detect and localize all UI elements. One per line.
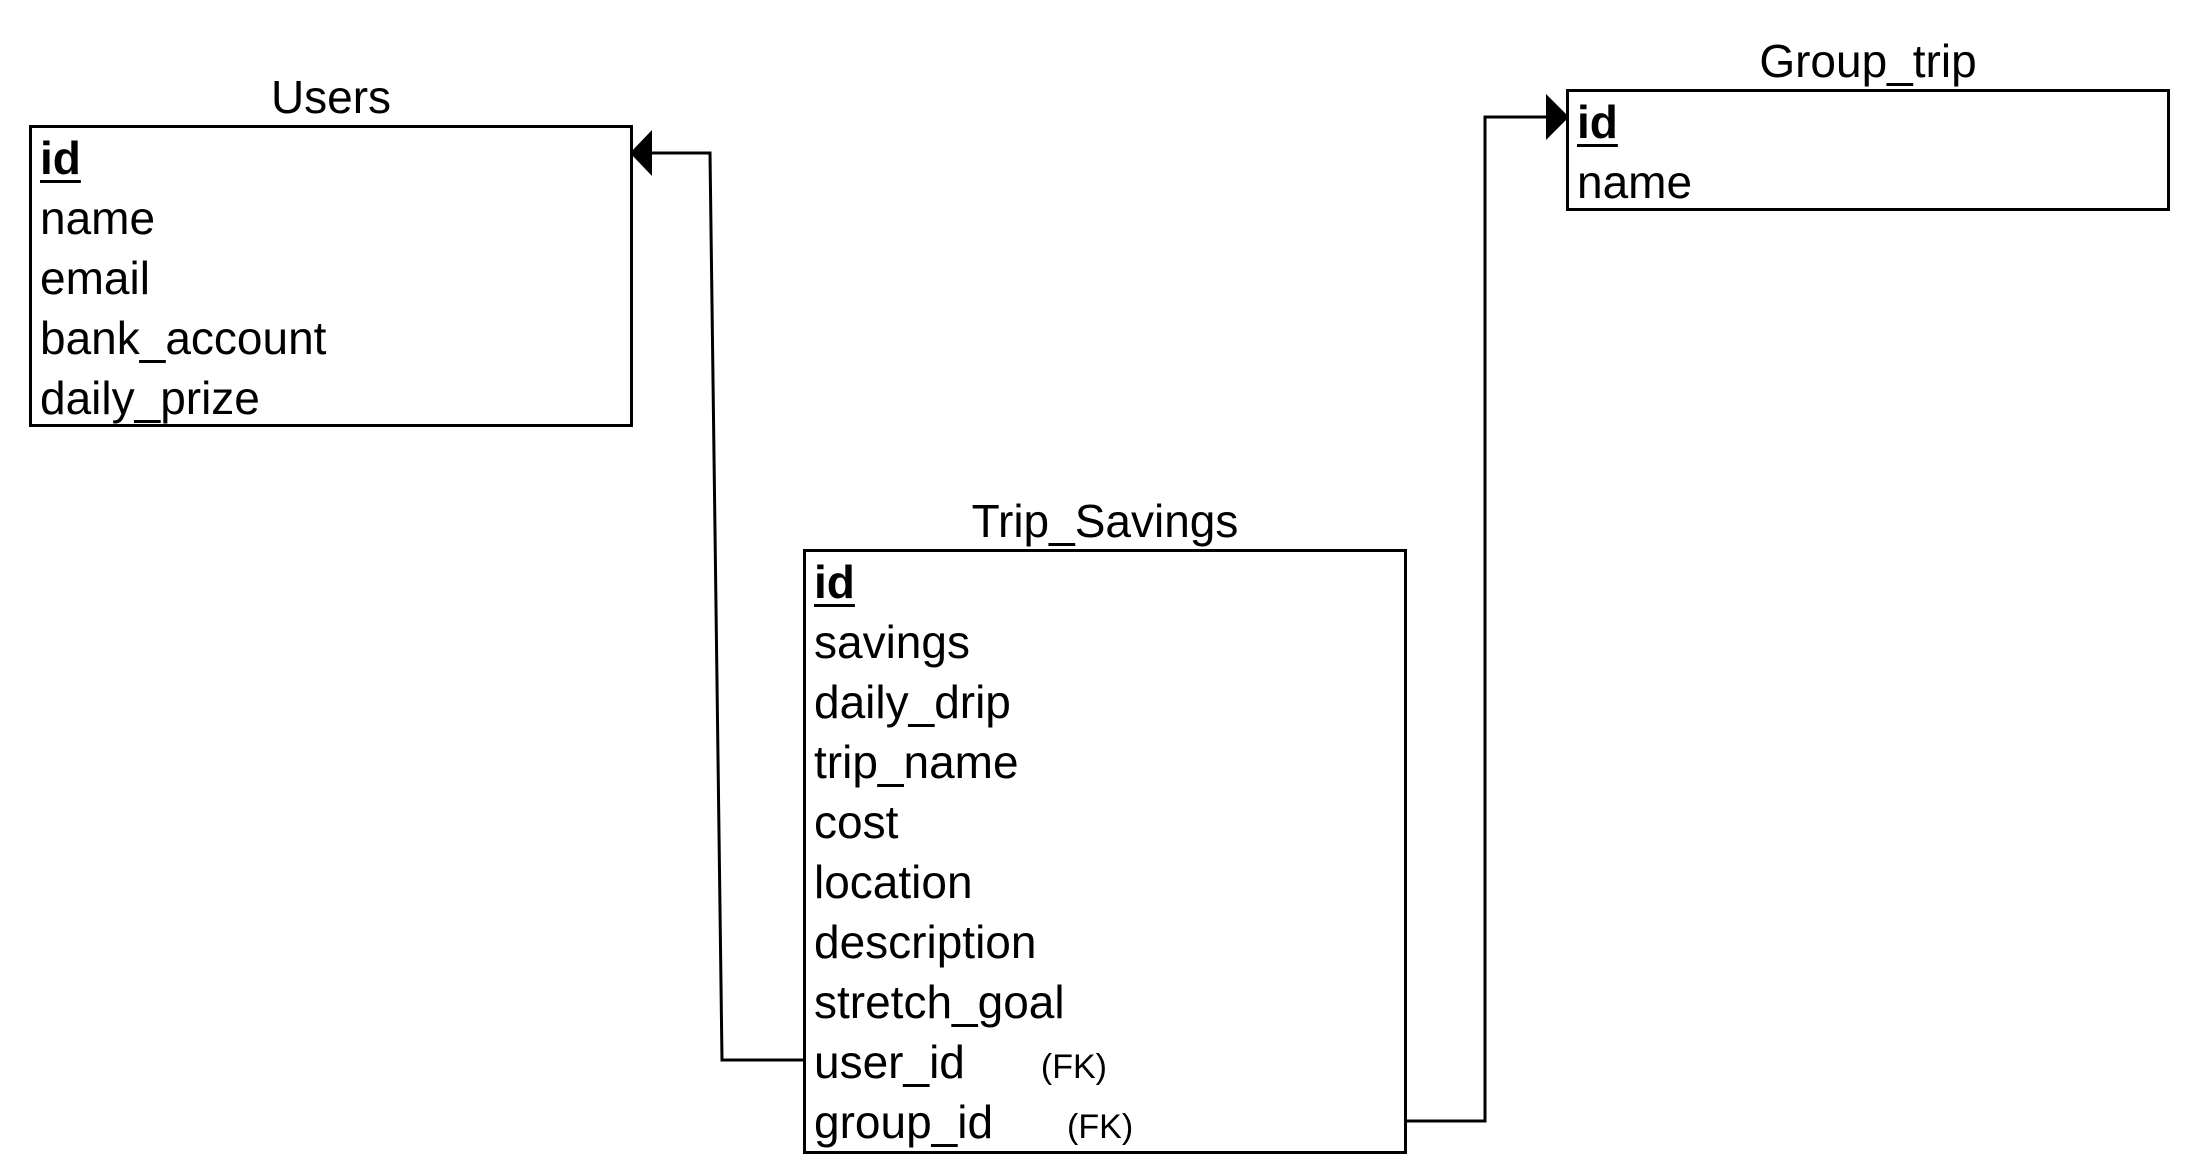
users-field-id: id — [40, 128, 630, 188]
field-name: name — [1577, 156, 1693, 208]
field-name: bank_account — [40, 312, 327, 364]
field-name: daily_drip — [814, 676, 1011, 728]
foreign-key-tag: (FK) — [1067, 1108, 1134, 1146]
field-name: id — [814, 556, 855, 608]
field-name: description — [814, 916, 1037, 968]
field-name: user_id — [814, 1036, 965, 1088]
connector-group-id-to-group-trip-id — [1407, 115, 1566, 1123]
trip-savings-table: id savings daily_drip trip_name cost loc… — [803, 549, 1407, 1154]
connector-user-id-to-users-id — [633, 151, 803, 1062]
field-name: email — [40, 252, 150, 304]
group-trip-table: id name — [1566, 89, 2170, 211]
group-trip-field-id: id — [1577, 92, 2167, 152]
field-name: savings — [814, 616, 970, 668]
trip-savings-field-description: description — [814, 912, 1404, 972]
group-trip-table-title: Group_trip — [1759, 35, 1977, 87]
field-name: daily_prize — [40, 372, 260, 424]
users-field-daily-prize: daily_prize — [40, 368, 630, 428]
users-field-name: name — [40, 188, 630, 248]
arrowhead-group-trip-id-icon — [1546, 94, 1569, 140]
arrowhead-users-id-icon — [630, 130, 652, 176]
trip-savings-field-cost: cost — [814, 792, 1404, 852]
field-name: cost — [814, 796, 899, 848]
field-name: id — [40, 132, 81, 184]
trip-savings-field-group-id: group_id (FK) — [814, 1092, 1404, 1152]
trip-savings-table-title: Trip_Savings — [971, 495, 1239, 547]
trip-savings-field-id: id — [814, 552, 1404, 612]
trip-savings-field-stretch-goal: stretch_goal — [814, 972, 1404, 1032]
field-name: name — [40, 192, 156, 244]
trip-savings-field-savings: savings — [814, 612, 1404, 672]
field-name: trip_name — [814, 736, 1019, 788]
users-table: id name email bank_account daily_prize — [29, 125, 633, 427]
users-field-email: email — [40, 248, 630, 308]
field-name: group_id — [814, 1096, 994, 1148]
users-table-title: Users — [270, 71, 392, 123]
trip-savings-field-trip-name: trip_name — [814, 732, 1404, 792]
field-name: location — [814, 856, 973, 908]
foreign-key-tag: (FK) — [1040, 1048, 1107, 1086]
field-name: id — [1577, 96, 1618, 148]
trip-savings-field-daily-drip: daily_drip — [814, 672, 1404, 732]
group-trip-field-name: name — [1577, 152, 2167, 212]
trip-savings-field-user-id: user_id (FK) — [814, 1032, 1404, 1092]
field-name: stretch_goal — [814, 976, 1065, 1028]
users-field-bank-account: bank_account — [40, 308, 630, 368]
trip-savings-field-location: location — [814, 852, 1404, 912]
